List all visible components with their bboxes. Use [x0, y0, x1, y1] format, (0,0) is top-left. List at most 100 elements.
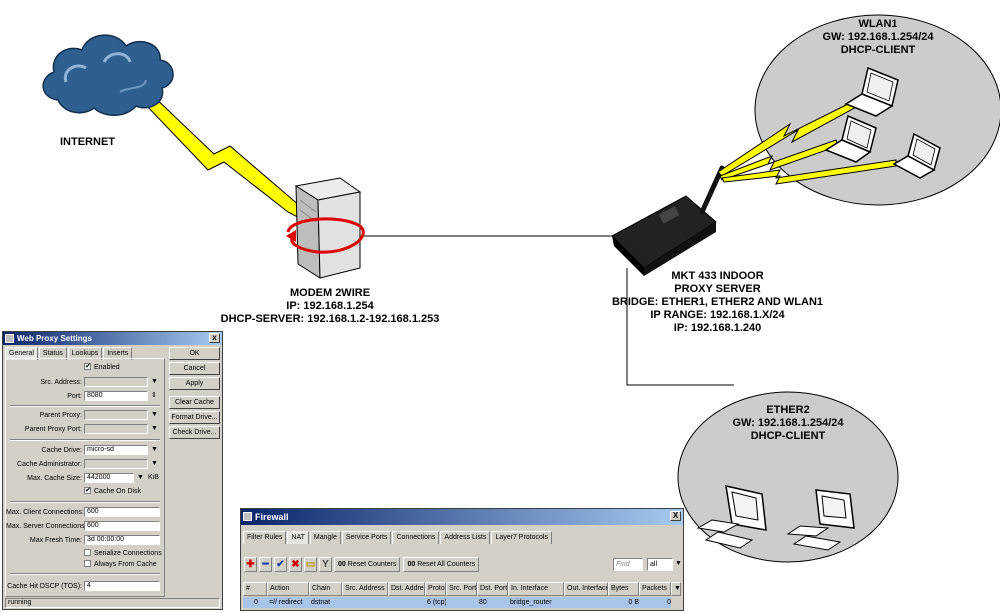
dropdown-arrow-icon[interactable]: ▼ — [151, 411, 158, 418]
disable-icon[interactable]: ✖ — [289, 557, 302, 572]
ether-zone-label-line: GW: 192.168.1.254/24 — [732, 417, 844, 429]
modem-icon — [286, 177, 365, 279]
cancel-button[interactable]: Cancel — [169, 362, 220, 375]
col-in-interface[interactable]: In. Interface — [508, 582, 564, 596]
col-number[interactable]: # — [243, 582, 267, 596]
tab-inserts[interactable]: Inserts — [103, 347, 133, 360]
always-from-cache-checkbox[interactable]: Always From Cache — [84, 559, 157, 570]
close-icon[interactable]: x — [209, 333, 220, 343]
wlan-zone-label: WLAN1 GW: 192.168.1.254/24 DHCP-CLIENT — [798, 18, 958, 57]
dropdown-arrow-icon[interactable]: ▼ — [151, 378, 158, 385]
cell-packets: 0 — [667, 599, 671, 606]
tab-layer7-protocols[interactable]: Layer7 Protocols — [491, 531, 552, 544]
parent-proxy-input[interactable] — [84, 410, 148, 420]
check-drive-button[interactable]: Check Drive... — [169, 426, 220, 439]
laptop-icon-2 — [824, 114, 877, 163]
cell-in-interface: bridge_router — [510, 599, 552, 606]
col-protocol[interactable]: Proto... — [425, 582, 446, 596]
cache-hit-dscp-label: Cache Hit DSCP (TOS): — [7, 583, 82, 590]
max-server-conn-label: Max. Server Connections: — [6, 523, 87, 530]
close-icon[interactable]: X — [670, 511, 681, 521]
parent-proxy-port-label: Parent Proxy Port: — [24, 426, 82, 433]
firewall-titlebar[interactable]: Firewall X — [241, 509, 683, 525]
max-cache-size-unit: KiB — [148, 474, 159, 481]
nat-rules-table: # Action Chain Src. Address Dst. Address… — [243, 582, 683, 610]
col-bytes[interactable]: Bytes — [608, 582, 639, 596]
tab-status[interactable]: Status — [38, 347, 67, 360]
ok-button[interactable]: OK — [169, 347, 220, 360]
add-icon[interactable]: ✚ — [244, 557, 257, 572]
col-dst-port[interactable]: Dst. Port — [477, 582, 508, 596]
cache-on-disk-checkbox[interactable]: ✔Cache On Disk — [84, 486, 141, 497]
enable-icon[interactable]: ✔ — [274, 557, 287, 572]
cell-dst-port: 80 — [479, 599, 487, 606]
web-proxy-settings-window: Web Proxy Settings x General Status Look… — [2, 331, 223, 610]
comment-icon[interactable]: ▭ — [304, 557, 317, 572]
clear-cache-button[interactable]: Clear Cache — [169, 396, 220, 409]
port-input[interactable]: 8080 — [84, 391, 148, 401]
modem-label-line: MODEM 2WIRE — [289, 287, 371, 299]
find-input[interactable]: Find — [613, 558, 643, 571]
max-client-conn-input[interactable]: 600 — [84, 507, 160, 517]
max-server-conn-input[interactable]: 600 — [84, 521, 160, 531]
spinner-icon[interactable]: ⇕ — [151, 392, 157, 399]
parent-proxy-port-input[interactable] — [84, 424, 148, 434]
tab-nat[interactable]: NAT — [287, 531, 309, 544]
tab-address-lists[interactable]: Address Lists — [440, 531, 491, 544]
web-proxy-titlebar[interactable]: Web Proxy Settings x — [3, 332, 222, 345]
tab-general[interactable]: General — [5, 347, 38, 360]
checkmark-icon: ✔ — [84, 362, 91, 370]
col-dst-address[interactable]: Dst. Address — [388, 582, 425, 596]
enabled-checkbox[interactable]: ✔Enabled — [84, 362, 120, 373]
max-cache-size-label: Max. Cache Size: — [27, 475, 82, 482]
cell-dst-address — [388, 597, 425, 608]
tab-lookups[interactable]: Lookups — [67, 347, 103, 360]
col-src-port[interactable]: Src. Port — [446, 582, 477, 596]
max-fresh-time-input[interactable]: 3d 00:00:00 — [84, 535, 160, 545]
format-drive-button[interactable]: Format Drive... — [169, 411, 220, 424]
serialize-connections-checkbox[interactable]: Serialize Connections — [84, 548, 162, 559]
general-panel: ✔Enabled Src. Address: ▼ Port: 8080 ⇕ Pa… — [5, 358, 165, 597]
tab-connections[interactable]: Connections — [392, 531, 440, 544]
dropdown-arrow-icon[interactable]: ▼ — [675, 560, 682, 567]
max-fresh-time-label: Max Fresh Time: — [29, 537, 82, 544]
apply-button[interactable]: Apply — [169, 377, 220, 390]
cell-action: =// redirect — [269, 599, 303, 606]
col-out-interface[interactable]: Out. Interface — [564, 582, 608, 596]
table-row[interactable]: 0 =// redirect dstnat 6 (tcp) 80 bridge_… — [243, 597, 671, 608]
modem-label-line: IP: 192.168.1.254 — [286, 300, 374, 312]
remove-icon[interactable]: ━ — [259, 557, 272, 572]
col-chain[interactable]: Chain — [309, 582, 342, 596]
src-address-input[interactable] — [84, 377, 148, 387]
tab-service-ports[interactable]: Service Ports — [341, 531, 392, 544]
desktop-icon-1 — [696, 485, 767, 549]
cell-number: 0 — [254, 599, 258, 606]
status-bar: running — [5, 598, 220, 608]
divider — [10, 501, 160, 503]
cell-out-interface — [564, 597, 608, 608]
filter-icon[interactable]: Y — [319, 557, 332, 572]
dropdown-arrow-icon[interactable]: ▼ — [137, 474, 144, 481]
col-src-address[interactable]: Src. Address — [342, 582, 388, 596]
divider — [10, 439, 160, 441]
dropdown-arrow-icon[interactable]: ▼ — [151, 460, 158, 467]
max-cache-size-input[interactable]: 442000 — [84, 473, 134, 483]
tab-filter-rules[interactable]: Filter Rules — [243, 531, 287, 544]
column-menu-icon[interactable]: ▼ — [671, 582, 681, 596]
filter-select[interactable]: all — [647, 558, 673, 571]
cache-drive-select[interactable]: micro-sd — [84, 445, 148, 455]
dropdown-arrow-icon[interactable]: ▼ — [151, 446, 158, 453]
firewall-title: Firewall — [255, 512, 289, 522]
reset-all-counters-label: Reset All Counters — [417, 561, 476, 568]
cache-admin-input[interactable] — [84, 459, 148, 469]
cell-bytes: 0 B — [628, 599, 639, 606]
col-action[interactable]: Action — [267, 582, 309, 596]
dropdown-arrow-icon[interactable]: ▼ — [151, 425, 158, 432]
cache-hit-dscp-input[interactable]: 4 — [84, 581, 160, 591]
reset-counters-label: Reset Counters — [347, 561, 397, 568]
col-packets[interactable]: Packets — [639, 582, 671, 596]
tab-mangle[interactable]: Mangle — [309, 531, 341, 544]
cell-src-port — [446, 597, 477, 608]
